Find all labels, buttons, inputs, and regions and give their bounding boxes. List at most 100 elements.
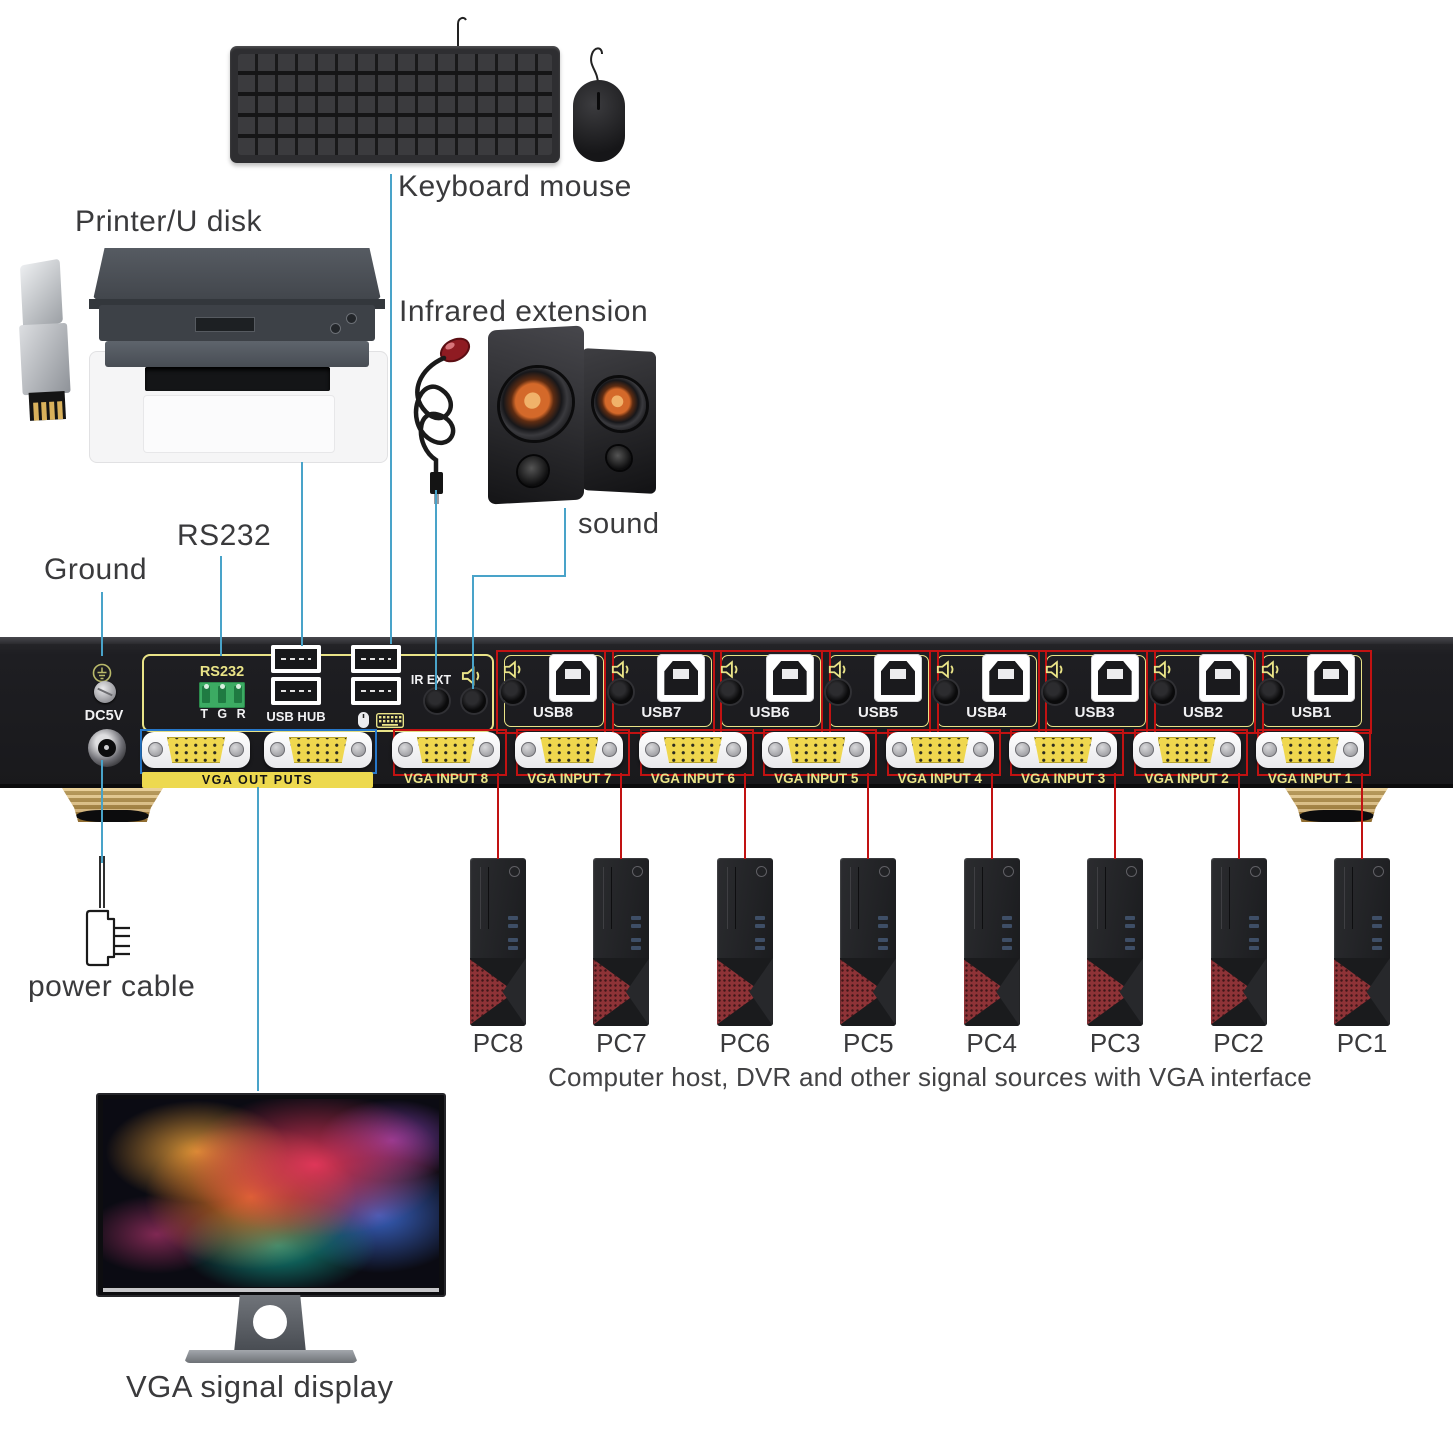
monitor-connection-line	[257, 787, 259, 1091]
vga-input-label: VGA INPUT 7	[527, 771, 612, 786]
printer-connection-line	[301, 462, 303, 646]
monitor-chin	[103, 1288, 439, 1292]
ground-connection-line	[101, 592, 103, 656]
speaker-left	[488, 325, 584, 505]
ground-label: Ground	[44, 553, 148, 586]
printer-strip	[89, 299, 385, 309]
device-top-bevel	[0, 637, 1453, 644]
keyboard-mouse-label: Keyboard mouse	[398, 170, 632, 203]
pc-connection-line	[990, 773, 993, 859]
monitor-stand	[234, 1295, 306, 1353]
speaker-audio-icon	[828, 660, 846, 679]
usb-port-label: USB2	[1182, 704, 1223, 721]
pc-connection-line	[867, 773, 870, 859]
usb-hub-port	[271, 677, 321, 705]
mouse-image	[573, 80, 625, 162]
printer-button	[346, 313, 357, 324]
pc-tower-body	[963, 858, 1020, 1026]
pc-label: PC2	[1213, 1028, 1264, 1058]
rs232-connection-line	[220, 556, 222, 656]
channel-audio-jack	[501, 680, 525, 704]
vga-outputs-label: VGA OUT PUTS	[142, 772, 373, 788]
usb-b-port	[657, 654, 706, 702]
vga-input-port	[1256, 732, 1364, 768]
monitor-frame	[96, 1093, 446, 1297]
rs232-port-label: RS232	[199, 664, 245, 680]
usb-hub-label: USB HUB	[266, 709, 326, 724]
monitor-image	[96, 1090, 446, 1370]
usb-b-port	[549, 654, 597, 702]
dc-power-jack	[88, 729, 126, 767]
vga-display-label: VGA signal display	[126, 1369, 394, 1404]
rs232-terminal-block	[199, 682, 245, 708]
sound-connection-line-v2	[472, 575, 474, 689]
sound-label: sound	[578, 508, 660, 540]
vga-input-port	[1132, 732, 1241, 768]
ir-ext-label: IR EXT	[410, 673, 452, 687]
usb-port-label: USB5	[857, 704, 898, 721]
pc-label: PC6	[719, 1028, 771, 1058]
pc-tower-body	[1334, 858, 1390, 1026]
pc-label: PC5	[842, 1028, 894, 1058]
usb-b-port	[1307, 654, 1356, 702]
pc-connection-line	[1237, 773, 1240, 859]
power-connection-line	[101, 760, 103, 863]
rs232-pins-label: T G R	[200, 707, 246, 721]
keyboard-keys	[238, 54, 552, 155]
vga-input-port	[885, 732, 994, 768]
ir-ext-jack	[425, 689, 449, 713]
speaker-audio-icon	[612, 660, 629, 679]
usb-port-label: USB4	[966, 704, 1007, 721]
vga-input-label: VGA INPUT 5	[774, 771, 859, 786]
keyboard-image	[230, 46, 560, 163]
usb-b-port	[765, 654, 814, 702]
ir-receiver-cable-image	[413, 337, 471, 504]
printer-mid-section	[105, 341, 369, 367]
usb-port-label: USB3	[1074, 704, 1115, 721]
pc-connection-line	[1361, 773, 1363, 859]
vga-input-port	[515, 732, 624, 768]
usb-hub-port	[271, 645, 321, 673]
pc-label: PC3	[1089, 1028, 1141, 1058]
printer-button	[330, 323, 341, 334]
mouse-icon	[358, 712, 369, 728]
monitor-base	[184, 1350, 358, 1363]
vga-input-port	[638, 732, 747, 768]
pc-connection-line	[1114, 773, 1117, 859]
pc-tower-body	[1210, 858, 1267, 1026]
pc-tower: PC2	[1210, 858, 1267, 1088]
vga-input-label: VGA INPUT 4	[897, 771, 982, 786]
pc-tower: PC1	[1334, 858, 1390, 1088]
printer-control-panel	[99, 305, 375, 341]
vga-input-port	[762, 732, 871, 768]
sound-connection-line-h	[473, 575, 566, 577]
rs232-label: RS232	[177, 519, 272, 552]
usb-b-port	[982, 654, 1031, 702]
pc-tower-body	[716, 858, 773, 1026]
vga-input-port	[392, 732, 500, 768]
ground-symbol-icon	[92, 663, 112, 683]
printer-front-tray	[143, 395, 335, 453]
power-cable-label: power cable	[28, 970, 196, 1003]
channel-audio-jack	[1042, 680, 1067, 704]
sound-connection-line-v1	[564, 508, 566, 576]
vga-input-label: VGA INPUT 2	[1144, 771, 1229, 786]
usb-hub-port	[351, 677, 401, 705]
pc-tower-body	[593, 858, 650, 1026]
speaker-right	[582, 348, 656, 494]
printer-display	[195, 317, 255, 332]
speaker-audio-icon	[1045, 660, 1063, 679]
pc-label: PC4	[966, 1028, 1017, 1058]
channel-audio-jack	[609, 680, 634, 704]
usb-port-label: USB6	[749, 704, 790, 721]
pc-label: PC1	[1336, 1028, 1388, 1058]
mouse-cable	[590, 47, 603, 84]
monitor-screen	[103, 1099, 439, 1287]
keyboard-connection-line	[390, 174, 392, 644]
audio-out-jack	[462, 689, 486, 713]
ir-connection-line	[435, 490, 437, 690]
pc-tower: PC7	[593, 858, 650, 1088]
keyboard-icon	[376, 713, 404, 728]
device-foot-right	[1285, 788, 1388, 822]
